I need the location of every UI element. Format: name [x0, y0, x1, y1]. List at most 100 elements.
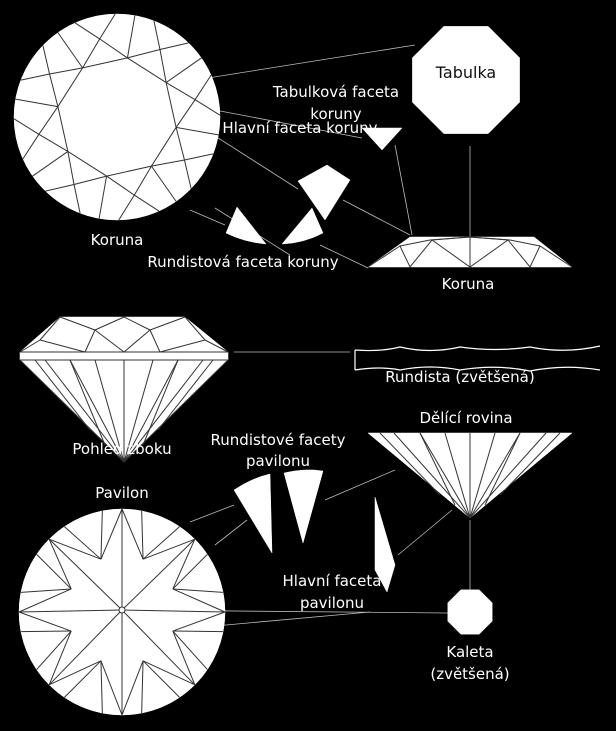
pavilion-facet-edge [379, 432, 441, 496]
pavilion-facet-edge [19, 359, 125, 463]
label-hlavni-faceta-koruny: Hlavní faceta koruny [222, 119, 377, 137]
kite-edge [151, 165, 177, 202]
label-pavilon: Pavilon [95, 484, 148, 502]
culet-point [118, 606, 126, 614]
table-edge [57, 67, 84, 107]
label-kaleta-1: Kaleta [446, 643, 493, 661]
table-edge [57, 106, 69, 152]
pavilion-side-view [367, 432, 573, 519]
upper-girdle-edge [42, 45, 51, 75]
pavilion-facet-edge [123, 359, 154, 463]
lower-girdle-edge [48, 538, 72, 590]
lower-girdle-edge [172, 630, 196, 686]
table-edge [67, 150, 107, 177]
upper-girdle-edge [20, 73, 50, 81]
side-view-diamond [19, 316, 229, 463]
crown-facet-edge [123, 329, 151, 353]
upper-girdle-edge [22, 134, 40, 160]
star-facet-edge [159, 49, 167, 83]
label-rundistova-faceta-koruny: Rundistová faceta koruny [147, 253, 338, 271]
lower-girdle-edge [142, 538, 196, 560]
lower-girdle-edge [121, 660, 144, 716]
label-delici-rovina: Dělící rovina [419, 409, 512, 427]
lower-girdle-edge [142, 660, 196, 686]
table-edge [106, 165, 152, 177]
kite-edge [32, 151, 69, 177]
pavilion-girdle-facet-left [233, 473, 273, 554]
kite-edge [176, 126, 219, 136]
pavilion-facet-edge [123, 359, 179, 463]
label-hlavni-faceta-pavilonu-2: pavilonu [300, 594, 364, 612]
lower-girdle-edge [172, 588, 226, 613]
kite-edge [98, 176, 108, 219]
lower-girdle-edge [64, 660, 102, 698]
star-facet-edge [133, 165, 152, 196]
star-facet-edge [49, 67, 83, 75]
crown-facet-edge [59, 316, 96, 331]
label-rundistove-facety-1: Rundistové facety [211, 431, 346, 449]
star-facet-edge [175, 99, 196, 128]
table-edge [165, 82, 177, 128]
lower-girdle-edge [172, 630, 208, 670]
star-facet-edge [67, 151, 75, 185]
lower-girdle-edge [100, 660, 103, 714]
kite-edge [57, 32, 83, 69]
pavilion-facet-edge [69, 359, 106, 446]
crown-facet-edge [149, 329, 161, 353]
lower-girdle-edge [141, 660, 144, 714]
pavilion-facet-edge [44, 359, 125, 463]
lower-girdle-edge [142, 526, 180, 560]
star-facet-edge [49, 73, 59, 107]
crown-facet-edge [39, 339, 86, 353]
star-facet-edge [175, 127, 185, 161]
pavilion-facet-edge [123, 359, 204, 463]
pavilion-facet-edge [484, 432, 521, 506]
pavilion-facet-edge [393, 432, 471, 519]
upper-girdle-edge [73, 184, 81, 214]
lower-girdle-edge [36, 630, 72, 670]
star-facet-edge [73, 175, 107, 185]
pavilion-main-edge [48, 538, 123, 611]
lower-girdle-edge [36, 554, 72, 590]
lower-girdle-edge [48, 538, 102, 560]
crown-facet-edge [19, 339, 41, 353]
star-facet-edge [106, 175, 135, 196]
pavilion-main-facet [374, 496, 396, 593]
table-edge [82, 57, 128, 69]
pavilion-bottom-view [18, 508, 226, 716]
pavilion-facet-edge [469, 432, 547, 519]
kite-edge [126, 15, 136, 58]
label-koruna-top: Koruna [91, 231, 144, 249]
star-facet-edge [82, 38, 101, 69]
label-kaleta-2: (zvětšená) [430, 665, 509, 683]
crown-facet-edge [94, 329, 125, 353]
upper-girdle-edge [194, 74, 212, 100]
pavilion-facet-edge [469, 432, 496, 519]
crown-facet-edge [39, 316, 61, 341]
pavilion-main-edge [48, 609, 123, 686]
crown-facet-edge [94, 316, 125, 331]
crown-girdle-facet-right [281, 207, 324, 245]
lower-girdle-edge [48, 660, 102, 686]
table-edge [150, 127, 177, 167]
crown-facet-edge [123, 316, 151, 331]
lower-girdle-edge [100, 510, 103, 560]
label-rundistove-facety-2: pavilonu [246, 452, 310, 470]
upper-girdle-edge [153, 20, 161, 50]
pavilion-facet-edge [499, 432, 561, 496]
pavilion-girdle-facet-right [283, 469, 324, 544]
lower-girdle-edge [121, 508, 144, 560]
crown-girdle-facet-left [225, 206, 267, 245]
pavilion-facet-edge [444, 432, 471, 519]
label-tabulka: Tabulka [435, 63, 496, 82]
pavilion-facet-edge [34, 359, 91, 431]
upper-girdle-edge [13, 118, 40, 135]
lower-girdle-edge [18, 588, 72, 613]
pavilion-facet-edge [94, 359, 125, 463]
label-hlavni-faceta-pavilonu-1: Hlavní faceta [283, 572, 382, 590]
pavilion-main-edge [121, 609, 196, 686]
crown-facet-edge [159, 339, 206, 353]
kite-edge [15, 98, 58, 108]
star-facet-edge [127, 49, 161, 59]
